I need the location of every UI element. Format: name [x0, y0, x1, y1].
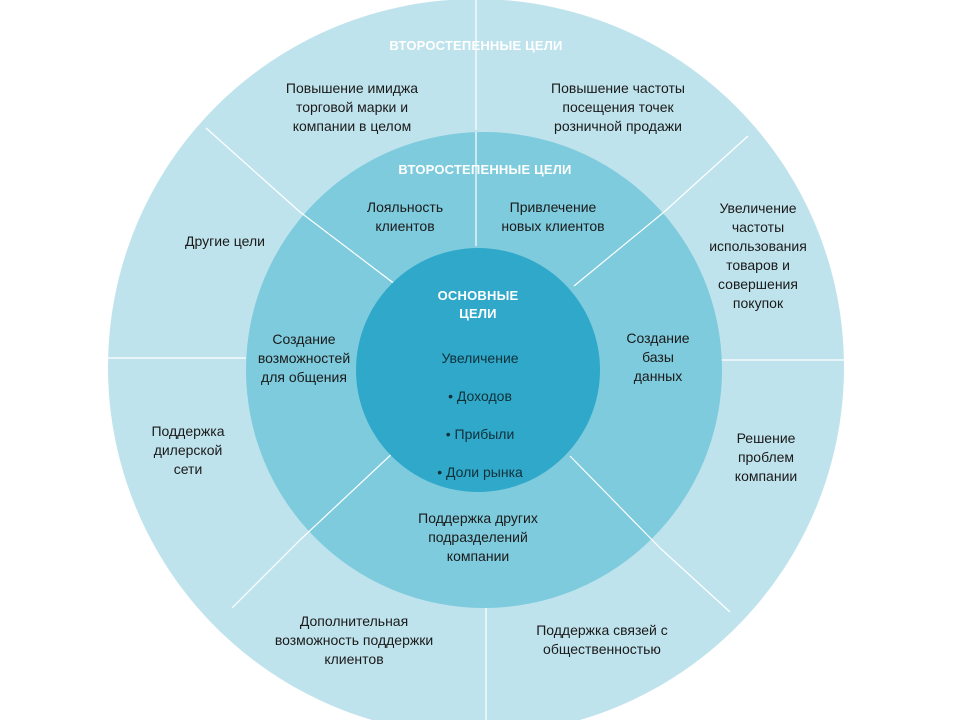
divider-mid-lower-left	[299, 449, 397, 541]
label-usage-frequency: Увеличение частоты использования товаров…	[709, 200, 807, 311]
divider-lower-right	[659, 547, 731, 613]
label-new-clients: Привлечение новых клиентов	[501, 199, 605, 234]
middle-ring-title: ВТОРОСТЕПЕННЫЕ ЦЕЛИ	[398, 162, 572, 177]
core-bullet-market-share: • Доли рынка	[437, 464, 523, 480]
core-bullet-revenue: • Доходов	[448, 388, 512, 404]
divider-lower-left	[231, 539, 301, 609]
divider-mid-lower-right	[569, 455, 661, 549]
label-problem-solving: Решение проблем компании	[734, 430, 798, 484]
label-communication: Создание возможностей для общения	[257, 331, 351, 385]
middle-ring-dividers	[299, 132, 665, 549]
outer-ring-dividers	[108, 0, 844, 720]
label-database: Создание базы данных	[626, 330, 690, 384]
divider-mid-upper-right	[573, 211, 665, 287]
label-divisions: Поддержка других подразделений компании	[418, 510, 538, 564]
label-loyalty: Лояльность клиентов	[366, 199, 444, 234]
core-bullets: • Доходов • Прибыли • Доли рынка	[410, 368, 550, 501]
core-lead: Увеличение	[441, 350, 519, 366]
core-circle	[356, 248, 600, 492]
label-visit-frequency: Повышение частоты посещения точек рознич…	[551, 80, 685, 134]
label-customer-support: Дополнительная возможность поддержки кли…	[274, 613, 434, 667]
label-dealer-support: Поддержка дилерской сети	[151, 423, 225, 477]
divider-upper-left	[205, 127, 301, 213]
label-brand-image: Повышение имиджа торговой марки и компан…	[285, 80, 419, 134]
label-other-goals: Другие цели	[185, 233, 265, 249]
core-title: ОСНОВНЫЕ ЦЕЛИ	[437, 288, 519, 321]
core-bullet-profit: • Прибыли	[445, 426, 515, 442]
label-public-relations: Поддержка связей с общественностью	[536, 622, 668, 657]
outer-ring-title: ВТОРОСТЕПЕННЫЕ ЦЕЛИ	[389, 38, 563, 53]
divider-mid-upper-left	[299, 211, 401, 289]
divider-upper-right	[663, 135, 749, 213]
